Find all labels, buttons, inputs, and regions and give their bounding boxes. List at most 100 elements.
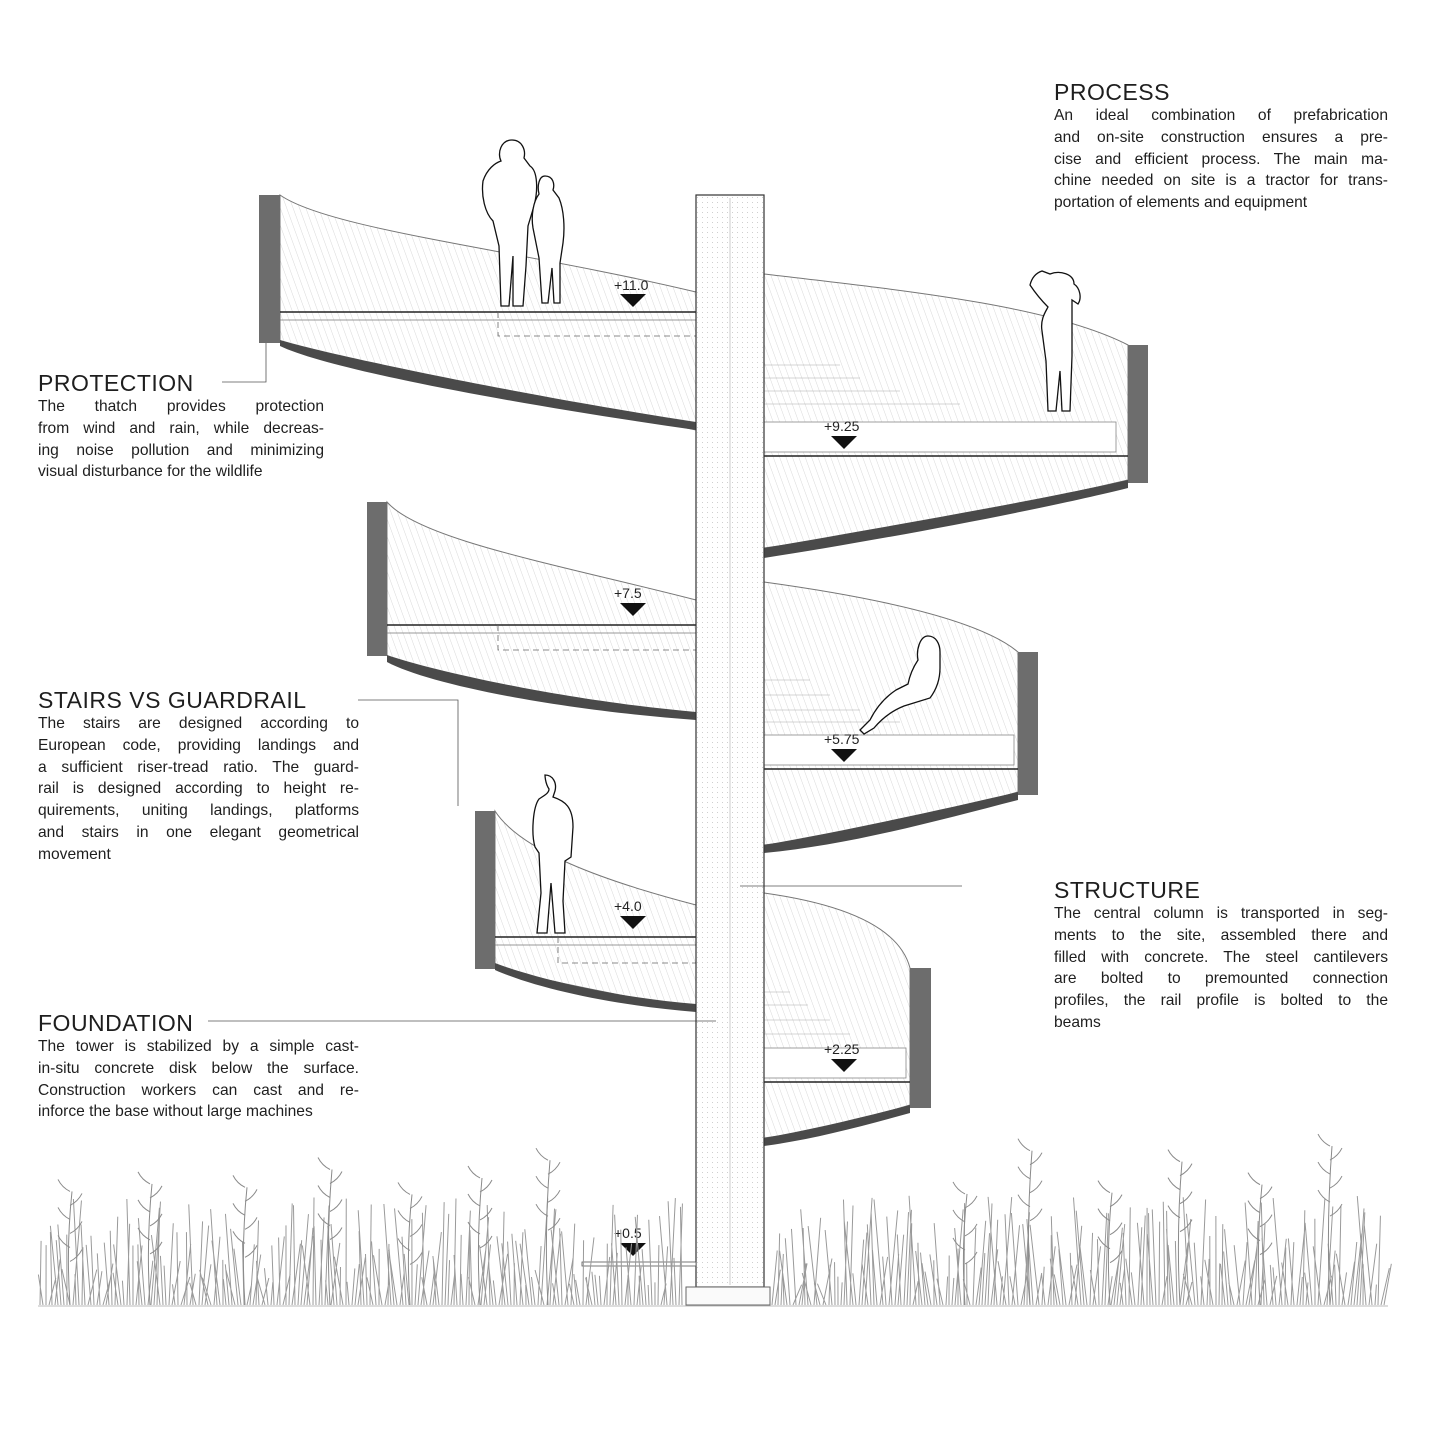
level-marker-225: +2.25	[824, 1041, 860, 1072]
grass-leaf	[1167, 1149, 1181, 1163]
grass-leaf	[329, 1199, 343, 1212]
grass-leaf	[149, 1185, 163, 1199]
grass-leaf	[467, 1193, 481, 1207]
grass-leaf	[232, 1231, 246, 1244]
grass-stalk	[545, 1160, 551, 1306]
text-line: inforce the base without large machines	[38, 1103, 313, 1121]
grass-vegetation	[37, 1133, 1392, 1306]
stairs-section: STAIRS VS GUARDRAIL The stairs are desig…	[38, 687, 359, 866]
grass-leaf	[535, 1203, 549, 1217]
grass-leaf	[479, 1179, 493, 1193]
person-sitting-icon	[859, 635, 941, 735]
level-label: +7.5	[614, 585, 642, 601]
text-line: and stairs in one elegant geometrical	[38, 823, 359, 841]
person-standing-icon	[532, 774, 574, 934]
level-label: +4.0	[614, 898, 642, 914]
grass-leaf	[244, 1189, 258, 1202]
level-triangle	[620, 1243, 646, 1256]
grass-leaf	[467, 1221, 481, 1235]
level-marker-05: +0.5	[614, 1225, 646, 1256]
grass-leaf	[317, 1213, 331, 1226]
grass-leaf	[317, 1185, 331, 1198]
process-heading: PROCESS	[1054, 79, 1170, 105]
grass-leaf	[535, 1147, 549, 1161]
level-label: +9.25	[824, 418, 860, 434]
grass-stalk	[1027, 1150, 1033, 1306]
grass-leaf	[1259, 1242, 1273, 1256]
stairs-heading: STAIRS VS GUARDRAIL	[38, 687, 307, 713]
grass-leaf	[1179, 1191, 1193, 1205]
grass-leaf	[535, 1175, 549, 1189]
foundation-section: FOUNDATION The tower is stabilized by a …	[38, 1010, 359, 1123]
people-silhouettes	[481, 139, 1081, 934]
grass-leaf	[317, 1157, 331, 1170]
text-line: The stairs are designed according to	[38, 715, 359, 732]
grass-leaf	[964, 1195, 978, 1209]
text-line: a sufficient riser-tread ratio. The guar…	[38, 758, 359, 776]
level-triangle	[831, 436, 857, 449]
grass-leaf	[244, 1245, 258, 1258]
grass-leaf	[1167, 1177, 1181, 1191]
level-triangle	[831, 749, 857, 762]
grass-leaf	[329, 1171, 343, 1184]
protection-section: PROTECTION The thatch provides protectio…	[38, 370, 324, 483]
grass-blades	[37, 1195, 1392, 1306]
grass-leaf	[1247, 1200, 1261, 1214]
grass-leaf	[137, 1199, 151, 1213]
level-label: +5.75	[824, 731, 860, 747]
grass-stalk	[327, 1169, 333, 1306]
grass-leaf	[1017, 1138, 1031, 1152]
text-line: profiles, the rail profile is bolted to …	[1054, 992, 1388, 1010]
grass-leaf	[467, 1165, 481, 1179]
text-line: rail is designed according to height re-	[38, 780, 359, 798]
grass-leaf	[547, 1161, 561, 1175]
stair-segment-left-middle	[367, 500, 697, 720]
protection-heading: PROTECTION	[38, 370, 194, 396]
grass-leaf	[964, 1223, 978, 1237]
grass-leaf	[1097, 1236, 1111, 1250]
grass-leaf	[479, 1207, 493, 1221]
grass-leaf	[232, 1175, 246, 1188]
grass-leaf	[409, 1252, 423, 1265]
grass-leaf	[547, 1189, 561, 1203]
level-marker-575: +5.75	[824, 731, 860, 762]
text-line: cise and efficient process. The main ma-	[1054, 150, 1388, 168]
grass-leaf	[1109, 1194, 1123, 1208]
grass-leaf	[1329, 1203, 1343, 1217]
grass-leaf	[1317, 1133, 1331, 1147]
stair-segment-left-top	[259, 194, 697, 431]
person-binoculars-icon	[1029, 270, 1081, 412]
grass-leaf	[952, 1237, 966, 1251]
grass-stalk	[242, 1187, 248, 1306]
text-line: quirements, uniting landings, platforms	[38, 802, 359, 820]
grass-leaf	[1097, 1180, 1111, 1194]
grass-leaf	[1029, 1208, 1043, 1222]
grass-leaf	[397, 1210, 411, 1223]
grass-leaf	[952, 1181, 966, 1195]
level-label: +2.25	[824, 1041, 860, 1057]
text-line: ing noise pollution and minimizing	[38, 441, 324, 459]
grass-leaf	[1179, 1219, 1193, 1233]
level-triangle	[620, 916, 646, 929]
level-triangle	[620, 603, 646, 616]
grass-stalk	[1327, 1146, 1333, 1306]
grass-leaf	[1109, 1222, 1123, 1236]
grass-leaf	[964, 1251, 978, 1265]
text-line: in-situ concrete disk below the surface.	[38, 1059, 359, 1077]
level-label: +11.0	[614, 277, 649, 293]
text-line: are bolted to premounted connection	[1054, 970, 1388, 988]
level-marker-11: +11.0	[614, 277, 649, 307]
text-line: The central column is transported in seg…	[1054, 905, 1388, 922]
stair-segment-left-bottom	[475, 809, 697, 1012]
grass-leaf	[69, 1221, 83, 1234]
stairs-text: The stairs are designed according to Eur…	[38, 713, 359, 866]
grass-leaf	[1247, 1228, 1261, 1242]
text-line: and on-site construction ensures a pre-	[1054, 128, 1388, 146]
text-line: The tower is stabilized by a simple cast…	[38, 1038, 359, 1055]
grass-leaf	[1259, 1186, 1273, 1200]
foundation-text: The tower is stabilized by a simple cast…	[38, 1036, 359, 1123]
structure-text: The central column is transported in seg…	[1054, 903, 1388, 1034]
stair-segment-right-middle	[763, 581, 1038, 853]
grass-leaf	[397, 1182, 411, 1195]
